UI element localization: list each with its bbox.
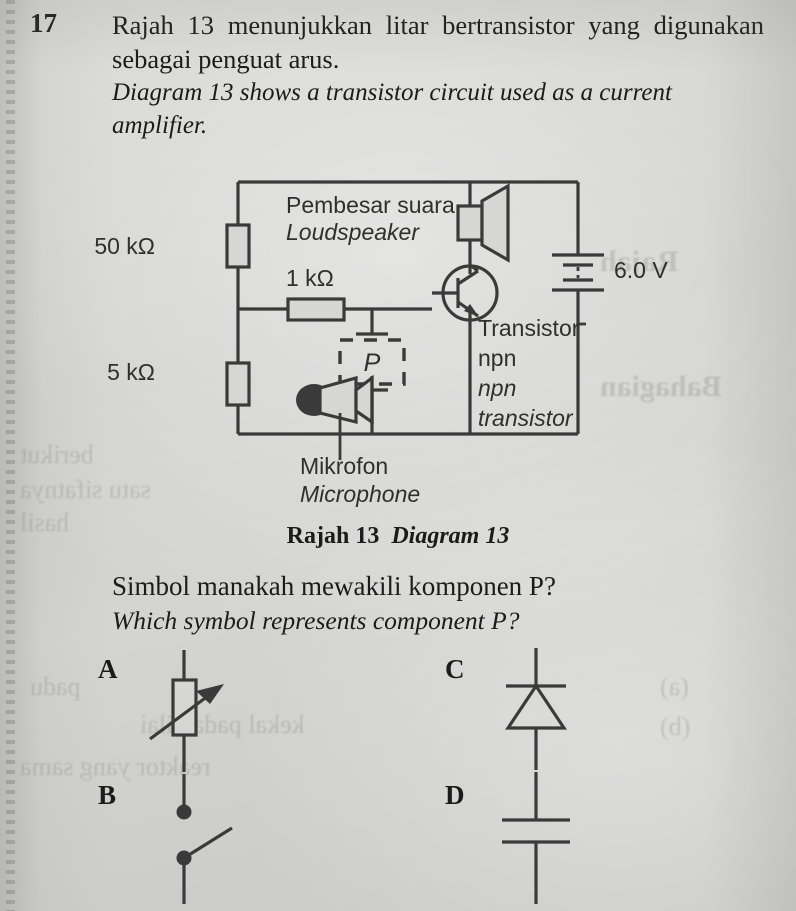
- resistor-50k-label: 50 kΩ: [94, 233, 155, 259]
- resistor-50k-body: [225, 223, 251, 269]
- stem-malay: Rajah 13 menunjukkan litar bertransistor…: [112, 10, 764, 74]
- opt-b-terminal-dot-top: [176, 804, 192, 820]
- p-dashed-box: [338, 338, 406, 386]
- microphone-label-english: Microphone: [300, 481, 420, 507]
- transistor-label-bracket-right: [576, 322, 586, 434]
- question-number: 17: [30, 8, 57, 38]
- loudspeaker-cone: [480, 183, 510, 263]
- transistor-label-line4: transistor: [478, 405, 574, 431]
- microphone-label-malay: Mikrofon: [300, 453, 388, 479]
- option-d-capacitor-symbol[interactable]: [480, 770, 620, 910]
- battery-voltage-label: 6.0 V: [614, 257, 668, 283]
- loudspeaker-label-malay: Pembesar suara: [286, 192, 455, 218]
- prompt-english: Which symbol represents component P?: [112, 606, 520, 635]
- transistor-emitter-arrow: [464, 304, 479, 317]
- resistor-1k-label: 1 kΩ: [286, 265, 334, 291]
- option-a-variable-resistor-symbol[interactable]: [132, 646, 272, 781]
- transistor-label-line1: Transistor: [478, 315, 580, 341]
- option-letter-b[interactable]: B: [98, 780, 117, 810]
- resistor-1k-body: [286, 297, 346, 322]
- microphone-body: [318, 375, 358, 425]
- option-letter-d[interactable]: D: [445, 780, 465, 810]
- answer-options: A B C D: [0, 640, 796, 911]
- figure-caption: Rajah 13 Diagram 13: [0, 523, 796, 550]
- prompt-malay: Simbol manakah mewakili komponen P?: [112, 571, 556, 601]
- resistor-5k-label: 5 kΩ: [107, 359, 155, 385]
- option-letter-c[interactable]: C: [445, 654, 465, 684]
- transistor-label-line2: npn: [478, 345, 516, 371]
- page-perforation-edge: [6, 0, 15, 911]
- caption-malay: Rajah 13: [286, 523, 380, 549]
- loudspeaker-label-english: Loudspeaker: [286, 219, 420, 245]
- opt-b-switch-blade: [183, 826, 233, 860]
- question-stem: Rajah 13 menunjukkan litar bertransistor…: [112, 8, 764, 142]
- caption-english: Diagram 13: [391, 523, 510, 549]
- p-component-label: P: [364, 349, 381, 377]
- opt-a-arrow-head: [196, 684, 224, 704]
- circuit-figure: 6.0 V 50 kΩ 5 kΩ 1 kΩ P Pembesar suara L…: [0, 168, 796, 518]
- loudspeaker-body: [456, 204, 484, 242]
- option-b-open-switch-symbol[interactable]: [132, 770, 272, 910]
- stem-english: Diagram 13 shows a transistor circuit us…: [112, 79, 672, 139]
- transistor-collector-lead: [457, 269, 479, 286]
- resistor-5k-body: [225, 361, 251, 407]
- option-letter-a[interactable]: A: [98, 654, 118, 684]
- opt-c-anode-triangle: [505, 683, 567, 730]
- transistor-collector-join: [469, 263, 479, 273]
- option-c-diode-symbol[interactable]: [480, 646, 620, 781]
- question-prompt: Simbol manakah mewakili komponen P? Whic…: [112, 568, 772, 638]
- transistor-label-line3: npn: [478, 375, 516, 401]
